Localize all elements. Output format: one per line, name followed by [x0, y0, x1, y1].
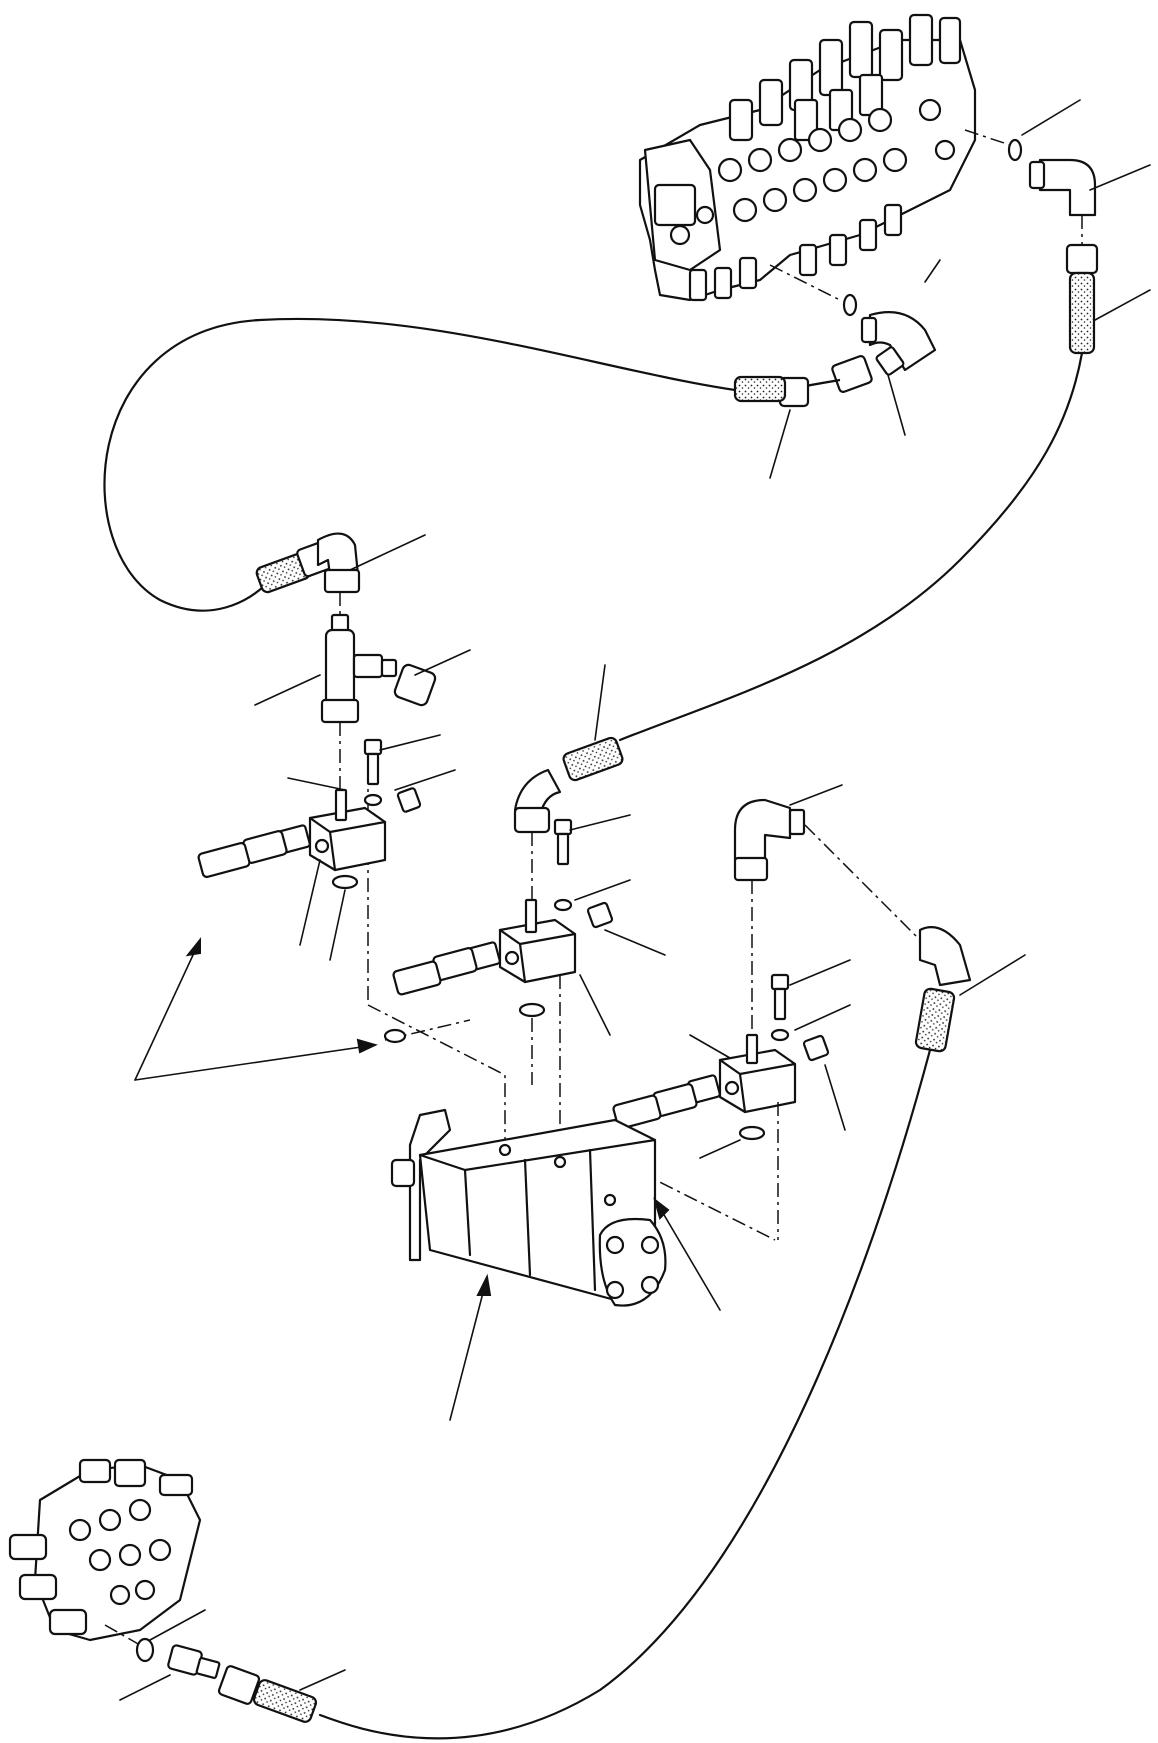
elbow-main-left: [860, 311, 937, 372]
relief-valve-center: [392, 941, 501, 996]
cap-screw-center: [553, 818, 573, 866]
adapter-tee-side: [380, 658, 398, 678]
elbow-right-upper: [733, 798, 806, 882]
o-ring-center-bottom: [518, 1002, 546, 1018]
hose-long-right: [618, 351, 1084, 742]
relief-block-left: [308, 788, 387, 872]
plug-tee-side: [393, 663, 437, 707]
elbow-top-right: [1028, 158, 1097, 217]
hose-end-pilot: [217, 1665, 318, 1723]
o-ring-top-right: [1007, 138, 1023, 162]
washer-center: [553, 898, 573, 912]
hose-end-center: [513, 736, 624, 834]
plug-right: [802, 1034, 830, 1062]
plug-left: [396, 787, 422, 813]
relief-block-center: [498, 898, 577, 984]
arrows: [134, 937, 721, 1421]
triple-gear-pump: [390, 1108, 667, 1307]
relief-valve-left: [197, 824, 311, 879]
cap-screw-left: [363, 738, 383, 786]
plug-center: [586, 901, 614, 929]
pilot-control-valve: [8, 1458, 202, 1642]
o-ring-left-bottom: [331, 874, 359, 890]
o-ring-right-bottom: [738, 1125, 766, 1141]
o-ring-pilot: [135, 1637, 155, 1663]
valve-ports: [717, 98, 956, 223]
washer-right: [770, 1028, 790, 1042]
adapter-pilot: [167, 1644, 221, 1679]
hose-loop-left: [103, 317, 737, 612]
adapter-main-left: [875, 346, 905, 376]
main-control-valve: [638, 13, 977, 302]
o-ring-main-left: [842, 293, 858, 317]
relief-valve-right: [612, 1074, 721, 1130]
tee-fitting: [320, 613, 384, 724]
hose-end-main-left: [733, 355, 873, 408]
cap-screw-right: [770, 973, 790, 1021]
relief-block-right: [718, 1033, 797, 1114]
hose-end-top-right: [1065, 243, 1099, 355]
washer-left: [363, 793, 383, 807]
elbow-tee-top: [316, 532, 361, 594]
hose-long-bottom: [318, 1048, 932, 1740]
o-ring-pump-left: [383, 1028, 407, 1044]
valve-spool-caps: [728, 13, 962, 142]
elbow-right-hose: [914, 926, 972, 1053]
